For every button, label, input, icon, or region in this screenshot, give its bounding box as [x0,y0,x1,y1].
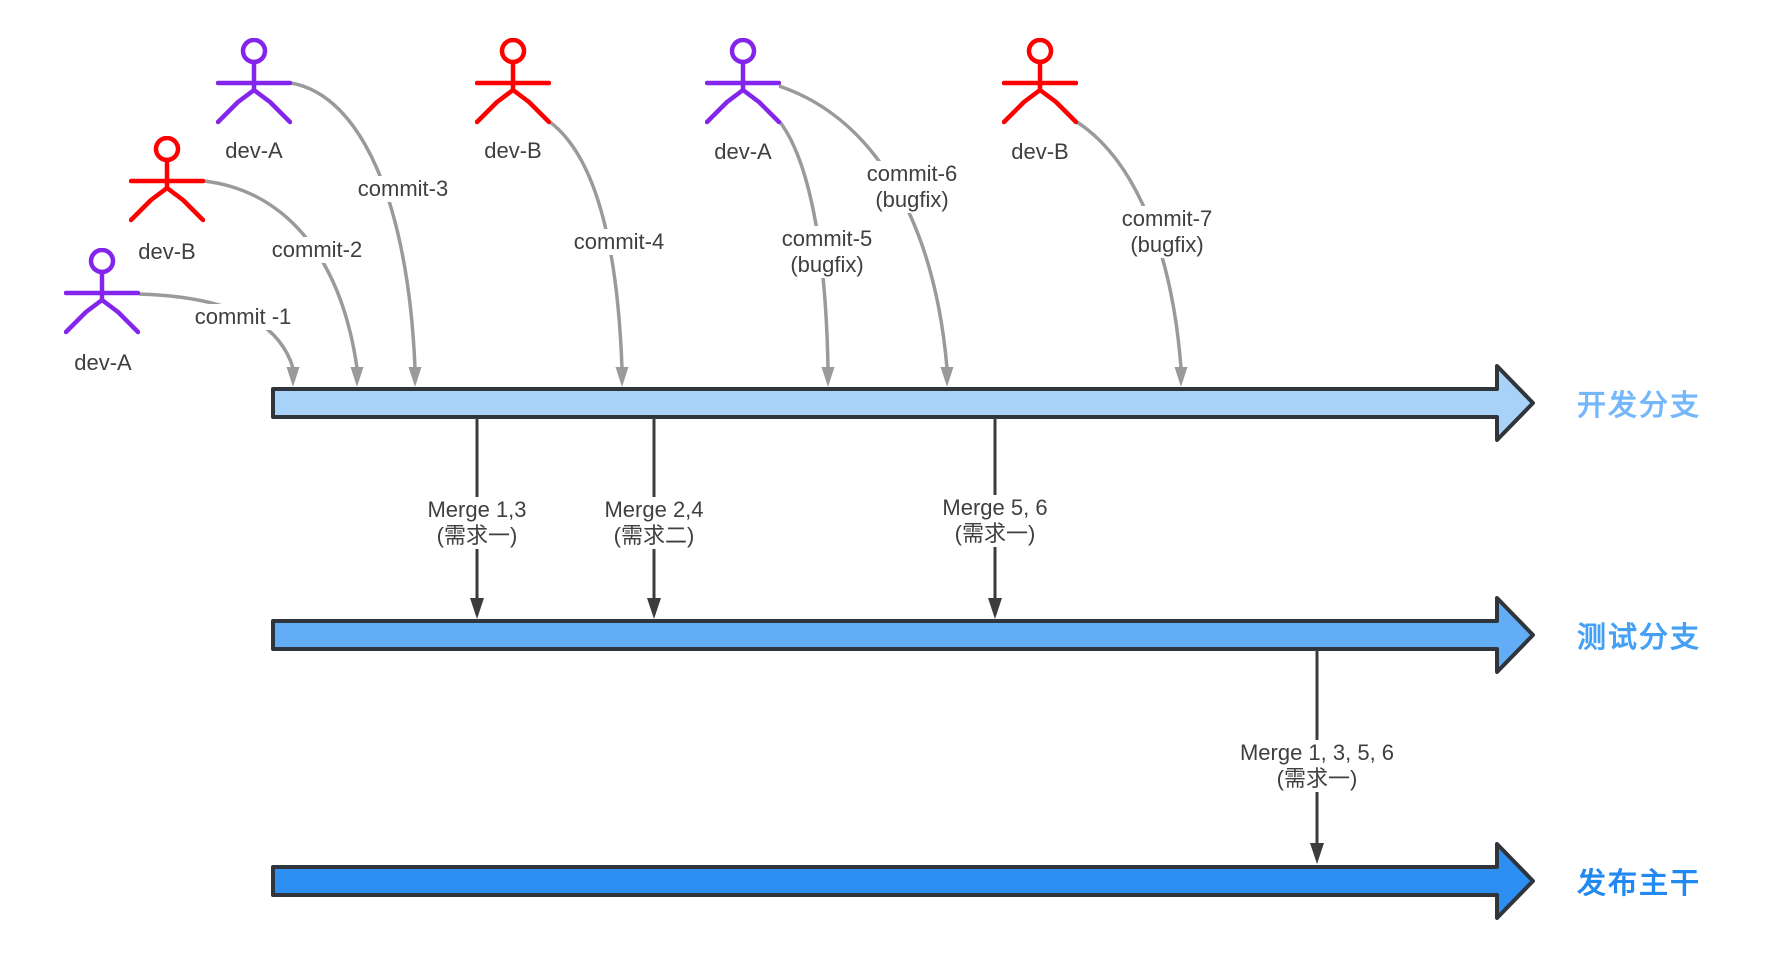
commit-arrowhead-6 [940,367,954,387]
merge-label-2: Merge 2,4 (需求二) [601,497,707,549]
branch-arrow-test [271,596,1535,674]
merge-label-4-sub: (需求一) [1276,766,1358,791]
commit-label-1-text: commit -1 [194,304,292,329]
merge-label-2-text: Merge 2,4 [604,497,704,522]
stick-figure-dev-a-1 [66,250,138,332]
commit-label-7-sub: (bugfix) [1130,232,1204,257]
dev-label-4: dev-B [481,138,545,164]
commit-arrowhead-2 [350,367,364,387]
branch-arrow-release [271,842,1535,920]
merge-arrowhead-1 [470,598,484,619]
merge-label-3-sub: (需求一) [954,521,1036,546]
commit-label-5: commit-5 (bugfix) [778,226,876,278]
branch-label-dev: 开发分支 [1577,390,1702,422]
branch-label-release: 发布主干 [1577,868,1702,900]
merge-arrowhead-3 [988,598,1002,619]
commit-curve-4 [548,120,624,369]
merge-arrowhead-2 [647,598,661,619]
commit-arrowhead-4 [615,367,629,387]
commit-arrowhead-7 [1174,367,1188,387]
commit-label-2: commit-2 [268,237,366,263]
stick-figure-dev-a-3 [707,40,779,122]
commit-label-5-sub: (bugfix) [790,252,864,277]
merge-arrowhead-4 [1310,843,1324,864]
merge-label-1-text: Merge 1,3 [427,497,527,522]
dev-label-2: dev-B [135,239,199,265]
commit-curve-2 [203,179,359,369]
commit-label-1: commit -1 [191,304,295,330]
dev-label-3: dev-A [222,138,286,164]
dev-label-6: dev-B [1008,139,1072,165]
commit-curves [138,81,1183,369]
stick-figure-dev-b-2 [477,40,549,122]
stick-figure-dev-b-3 [1004,40,1076,122]
commit-label-2-text: commit-2 [271,237,363,262]
merge-label-2-sub: (需求二) [613,523,695,548]
merge-label-1: Merge 1,3 (需求一) [424,497,530,549]
merge-label-3: Merge 5, 6 (需求一) [939,495,1051,547]
commit-label-6: commit-6 (bugfix) [863,161,961,213]
commit-label-7: commit-7 (bugfix) [1118,206,1216,258]
merge-label-3-text: Merge 5, 6 [942,495,1048,520]
branch-label-test: 测试分支 [1577,622,1702,654]
commit-label-4-text: commit-4 [573,229,665,254]
merge-label-4-text: Merge 1, 3, 5, 6 [1239,740,1395,765]
merge-label-1-sub: (需求一) [436,523,518,548]
commit-label-3: commit-3 [354,176,452,202]
commit-arrowheads [286,367,1188,387]
commit-label-3-text: commit-3 [357,176,449,201]
dev-label-1: dev-A [71,350,135,376]
merge-label-4: Merge 1, 3, 5, 6 (需求一) [1236,740,1398,792]
commit-label-6-text: commit-6 [866,161,958,186]
commit-label-5-text: commit-5 [781,226,873,251]
merge-arrowheads [470,598,1324,864]
commit-label-6-sub: (bugfix) [875,187,949,212]
branch-arrow-dev [271,364,1535,442]
commit-arrowhead-1 [286,367,300,387]
dev-label-5: dev-A [711,139,775,165]
stick-figure-dev-a-2 [218,40,290,122]
commit-arrowhead-5 [821,367,835,387]
commit-label-7-text: commit-7 [1121,206,1213,231]
stick-figure-dev-b-1 [131,138,203,220]
commit-curve-5 [778,120,830,369]
commit-label-4: commit-4 [570,229,668,255]
commit-curve-3 [290,81,417,369]
commit-arrowhead-3 [408,367,422,387]
